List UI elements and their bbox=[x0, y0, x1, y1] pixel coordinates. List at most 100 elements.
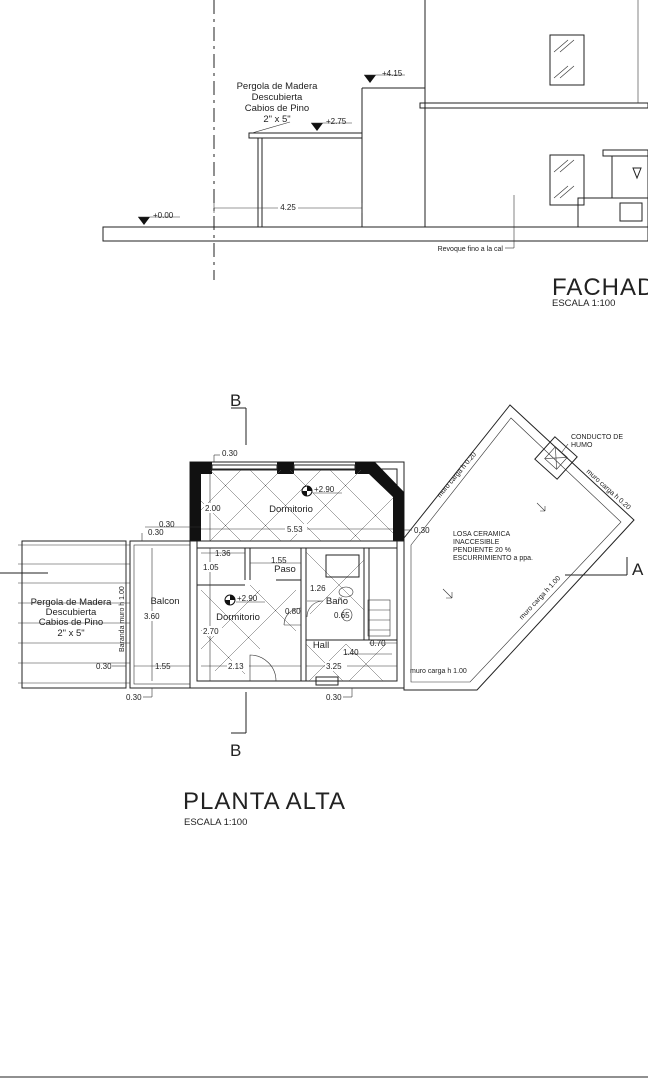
conducto-note-2: HUMO bbox=[571, 442, 593, 449]
dim-155b: 1.55 bbox=[155, 662, 171, 671]
building-walls bbox=[189, 461, 405, 689]
room-paso: Paso bbox=[274, 564, 296, 575]
dim-325: 3.25 bbox=[326, 662, 342, 671]
level-415-label: +4.15 bbox=[382, 69, 403, 78]
dim-360: 3.60 bbox=[144, 612, 160, 621]
baranda-note: Baranda muro h 1.00 bbox=[119, 586, 126, 652]
dim-105: 1.05 bbox=[203, 563, 219, 572]
dim-200: 2.00 bbox=[205, 504, 221, 513]
section-b-top-label: B bbox=[230, 391, 241, 410]
plan-level-dorm-left-label: +2.90 bbox=[237, 594, 258, 603]
plan-level-dorm-top-label: +2.90 bbox=[314, 485, 335, 494]
facade-ground-slab bbox=[102, 226, 648, 242]
window-north-1 bbox=[211, 464, 278, 471]
dim-270: 2.70 bbox=[203, 627, 219, 636]
dim-136: 1.36 bbox=[215, 549, 231, 558]
level-marker-000: +0.00 bbox=[138, 211, 180, 225]
facade-window-lower bbox=[549, 154, 585, 206]
facade-elevation: Pergola de Madera Descubierta Cabios de … bbox=[102, 0, 648, 309]
roof-slab: CONDUCTO DE HUMO LOSA CERAMICA INACCESIB… bbox=[403, 404, 635, 691]
sink-icon bbox=[338, 586, 354, 598]
wall-corner-nw bbox=[190, 462, 212, 541]
dim-080: 0.80 bbox=[285, 607, 301, 616]
plan-level-dorm-left: +2.90 bbox=[224, 594, 265, 606]
plan-level-dorm-top: +2.90 bbox=[301, 485, 342, 497]
muro-label-4: muro carga h 1.00 bbox=[410, 668, 467, 675]
facade-pergola-note-1: Pergola de Madera bbox=[237, 81, 319, 92]
bathroom-fixtures bbox=[325, 554, 360, 622]
facade-title: FACHAD bbox=[552, 274, 648, 301]
dim-140: 1.40 bbox=[343, 648, 359, 657]
roof-note-4: ESCURRIMIENTO a ppa. bbox=[453, 555, 533, 562]
door-dormitorio bbox=[249, 654, 277, 682]
level-275-label: +2.75 bbox=[326, 117, 347, 126]
muro-label-3: muro carga h 1.00 bbox=[518, 575, 562, 621]
dim-bottom-030a: 0.30 bbox=[126, 693, 142, 702]
dim-065: 0.65 bbox=[334, 611, 350, 620]
facade-cornice bbox=[419, 102, 648, 109]
roof-note-3: PENDIENTE 20 % bbox=[453, 547, 511, 554]
facade-base-opening bbox=[619, 202, 643, 222]
facade-porch-wall bbox=[611, 155, 648, 199]
plan-title: PLANTA ALTA bbox=[183, 788, 346, 815]
window-north-2 bbox=[293, 464, 356, 471]
stair-block bbox=[367, 599, 391, 637]
dim-left-030a: 0.30 bbox=[159, 520, 175, 529]
room-balcon: Balcon bbox=[150, 596, 179, 607]
door-hall bbox=[283, 607, 302, 626]
plan-pergola: Pergola de Madera Descubierta Cabios de … bbox=[18, 540, 130, 689]
window-south bbox=[315, 676, 339, 686]
floor-plan: B B A CONDUCTO DE bbox=[0, 391, 644, 828]
section-mark-top-b: B bbox=[230, 391, 247, 445]
slope-arrow-icon bbox=[442, 588, 453, 599]
conducto-leader bbox=[561, 443, 569, 453]
section-mark-right-a: A bbox=[565, 557, 644, 579]
muro-label-1: muro carga h 0.20 bbox=[436, 451, 478, 499]
facade-dim-425-label: 4.25 bbox=[280, 203, 296, 212]
dim-pergola-030: 0.30 bbox=[96, 662, 112, 671]
facade-pergola-leader bbox=[251, 121, 291, 134]
facade-pergola-note-3: Cabios de Pino bbox=[245, 103, 309, 114]
facade-pergola-beam bbox=[248, 132, 363, 139]
toilet-icon bbox=[341, 608, 353, 622]
facade-porch-roof bbox=[602, 149, 648, 157]
room-bano: Baño bbox=[326, 596, 348, 607]
section-a-label: A bbox=[632, 560, 644, 579]
dim-553: 5.53 bbox=[287, 525, 303, 534]
facade-base-block bbox=[577, 197, 648, 228]
room-dormitorio-top: Dormitorio bbox=[269, 504, 313, 515]
plan-pergola-note-2: Descubierta bbox=[46, 607, 97, 618]
dim-left-030b: 0.30 bbox=[148, 528, 164, 537]
room-hall: Hall bbox=[313, 640, 329, 651]
dim-126: 1.26 bbox=[310, 584, 326, 593]
facade-pergola-note-2: Descubierta bbox=[252, 92, 303, 103]
dim-right-030: 0.30 bbox=[414, 526, 430, 535]
facade-scale: ESCALA 1:100 bbox=[552, 298, 615, 309]
roof-note-2: INACCESIBLE bbox=[453, 539, 500, 546]
plan-pergola-note-1: Pergola de Madera bbox=[31, 597, 113, 608]
slope-arrow-icon bbox=[536, 502, 546, 512]
facade-window-upper bbox=[549, 34, 585, 86]
dim-070: 0.70 bbox=[370, 639, 386, 648]
lamp-icon bbox=[632, 167, 642, 180]
wall-column-n bbox=[277, 462, 294, 474]
plan-pergola-note-4: 2" x 5" bbox=[57, 628, 84, 639]
level-marker-275: +2.75 bbox=[311, 117, 352, 131]
muro-label-2: muro carga h 0.20 bbox=[585, 468, 632, 511]
facade-pergola-note-4: 2" x 5" bbox=[263, 114, 290, 125]
roof-note-1: LOSA CERAMICA bbox=[453, 531, 511, 538]
dim-155a: 1.55 bbox=[271, 556, 287, 565]
plan-pergola-note-3: Cabios de Pino bbox=[39, 617, 103, 628]
dim-bottom-030b: 0.30 bbox=[326, 693, 342, 702]
section-b-bottom-label: B bbox=[230, 741, 241, 760]
plan-scale: ESCALA 1:100 bbox=[184, 817, 247, 828]
section-mark-bottom-b: B bbox=[230, 692, 247, 760]
room-dormitorio-left: Dormitorio bbox=[216, 612, 260, 623]
bathtub-icon bbox=[325, 554, 360, 578]
conducto-note-1: CONDUCTO DE bbox=[571, 434, 623, 441]
level-marker-415: +4.15 bbox=[364, 69, 405, 83]
dim-top-030: 0.30 bbox=[222, 449, 238, 458]
door-bano bbox=[306, 600, 324, 618]
dim-213: 2.13 bbox=[228, 662, 244, 671]
